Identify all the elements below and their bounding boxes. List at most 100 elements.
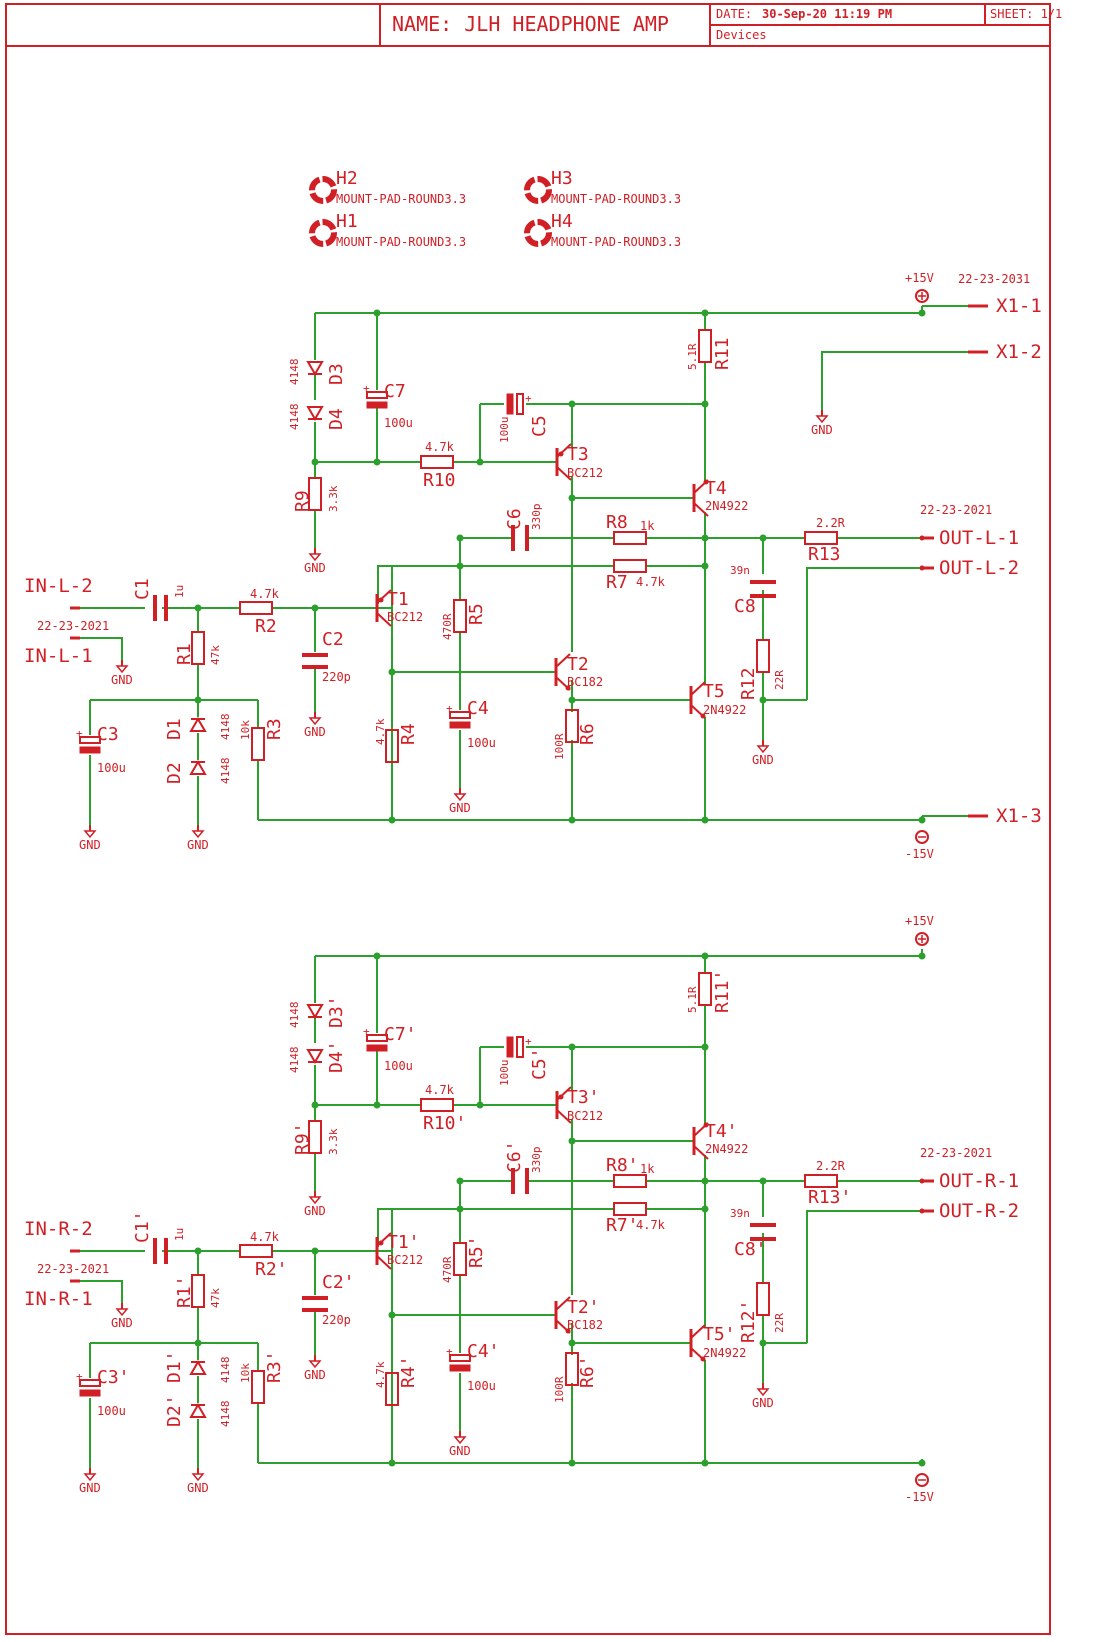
resistor-r1: [191, 631, 205, 665]
junction-dot: [456, 534, 464, 542]
output-pin2-label: OUT-R-2: [939, 1200, 1019, 1222]
cap-c7: [366, 1044, 388, 1052]
channel-right: D3'D4'41484148+C7'100uR9'3.3kGNDR10'4.7k…: [24, 914, 1019, 1504]
ref-r5: R5: [466, 603, 487, 625]
mount-pad-name: H2: [336, 168, 358, 189]
junction-dot: [311, 1247, 319, 1255]
ref-d4: D4: [326, 408, 347, 430]
wire: [806, 567, 922, 700]
value-d1: 4148: [219, 714, 232, 741]
sheet-name: NAME: JLH HEADPHONE AMP: [392, 12, 669, 36]
value-r6: 100R: [553, 1376, 566, 1403]
junction-dot: [568, 1137, 576, 1145]
connector-x1-part: 22-23-2031: [958, 272, 1030, 286]
ref-r12: R12: [738, 667, 759, 700]
mount-pad-value: MOUNT-PAD-ROUND3.3: [551, 192, 681, 206]
cap-c5: [516, 1036, 524, 1058]
resistor-r13: [804, 531, 838, 545]
ref-r11: R11': [712, 970, 733, 1013]
ref-r11: R11: [712, 337, 733, 370]
ref-c2: C2: [322, 629, 344, 650]
mount-pad-value: MOUNT-PAD-ROUND3.3: [336, 235, 466, 249]
resistor-r11: [698, 329, 712, 363]
junction-dot: [568, 816, 576, 824]
resistor-r8: [613, 531, 647, 545]
ref-r1: R1': [174, 1275, 195, 1308]
mount-pad-icon: [309, 176, 337, 204]
resistor-r5: [453, 1242, 467, 1276]
x1-pin2-label: X1-2: [996, 341, 1042, 363]
ref-r2: R2: [255, 616, 277, 637]
gnd-label: GND: [449, 801, 471, 815]
junction-dot: [388, 668, 396, 676]
junction-dot: [194, 1339, 202, 1347]
resistor-r4: [385, 729, 399, 763]
value-c3: 100u: [97, 761, 126, 775]
junction-dot: [476, 458, 484, 466]
minus15v-label: -15V: [905, 1490, 934, 1504]
resistor-r13: [804, 1174, 838, 1188]
cap-c4: [449, 721, 471, 729]
transistor-t3: [558, 1094, 564, 1100]
gnd-symbol: [453, 1436, 467, 1445]
ref-c3: C3': [97, 1367, 130, 1388]
value-c5: 100u: [498, 417, 511, 444]
input-pin2-label: IN-R-2: [24, 1218, 93, 1240]
transistor-t3: [556, 466, 572, 481]
cap-c3: [79, 736, 101, 744]
resistor-r11: [698, 972, 712, 1006]
cap-c7: [366, 391, 388, 399]
ref-c4: C4: [467, 698, 489, 719]
sheet-number: SHEET: 1/1: [990, 7, 1062, 21]
transistor-t4: [693, 502, 709, 517]
gnd-label: GND: [304, 1204, 326, 1218]
value-d3: 4148: [288, 1002, 301, 1029]
mount-pad-value: MOUNT-PAD-ROUND3.3: [551, 235, 681, 249]
wire: [377, 1208, 392, 1247]
gnd-label: GND: [449, 1444, 471, 1458]
ref-t1: T1': [387, 1232, 420, 1253]
ref-r10: R10: [423, 470, 456, 491]
wire: [74, 1280, 123, 1303]
gnd-symbol: [815, 415, 829, 424]
resistor-r4: [385, 1372, 399, 1406]
resistor-r12: [756, 1282, 770, 1316]
wire: [806, 1210, 922, 1343]
transistor-t5: [690, 1324, 706, 1339]
junction-dot: [701, 534, 709, 542]
value-r1: 47k: [209, 1288, 222, 1308]
title-block: [5, 3, 1051, 1635]
cap-c7: [366, 401, 388, 409]
junction-dot: [388, 1459, 396, 1467]
junction-dot: [194, 696, 202, 704]
value-r11: 5.1R: [686, 343, 699, 370]
value-r7: 4.7k: [636, 575, 666, 589]
junction-dot: [701, 1459, 709, 1467]
ref-c1: C1: [132, 578, 153, 600]
input-pin2-label: IN-L-2: [24, 575, 93, 597]
minus15v-label: -15V: [905, 847, 934, 861]
polarity-mark: +: [525, 1035, 532, 1048]
ref-r7: R7': [606, 1215, 639, 1236]
mount-pad-name: H1: [336, 211, 358, 232]
plus15v-label: +15V: [905, 271, 934, 285]
value-r3: 10k: [239, 1363, 252, 1383]
connector-in-part: 22-23-2021: [37, 619, 109, 633]
value-r3: 10k: [239, 720, 252, 740]
ref-r4: R4': [398, 1355, 419, 1388]
ref-t5: T5': [703, 1324, 736, 1345]
gnd-label: GND: [187, 1481, 209, 1495]
ref-c7: C7: [384, 381, 406, 402]
polarity-mark: +: [363, 1025, 370, 1038]
connector-out-part: 22-23-2021: [920, 1146, 992, 1160]
resistor-r3: [251, 1370, 265, 1404]
ref-t2: T2: [567, 654, 589, 675]
mount-pad-icon: [309, 219, 337, 247]
output-pin2-label: OUT-L-2: [939, 557, 1019, 579]
junction-dot: [701, 1205, 709, 1213]
value-t3: BC212: [567, 466, 603, 480]
gnd-label: GND: [304, 1368, 326, 1382]
junction-dot: [456, 1205, 464, 1213]
